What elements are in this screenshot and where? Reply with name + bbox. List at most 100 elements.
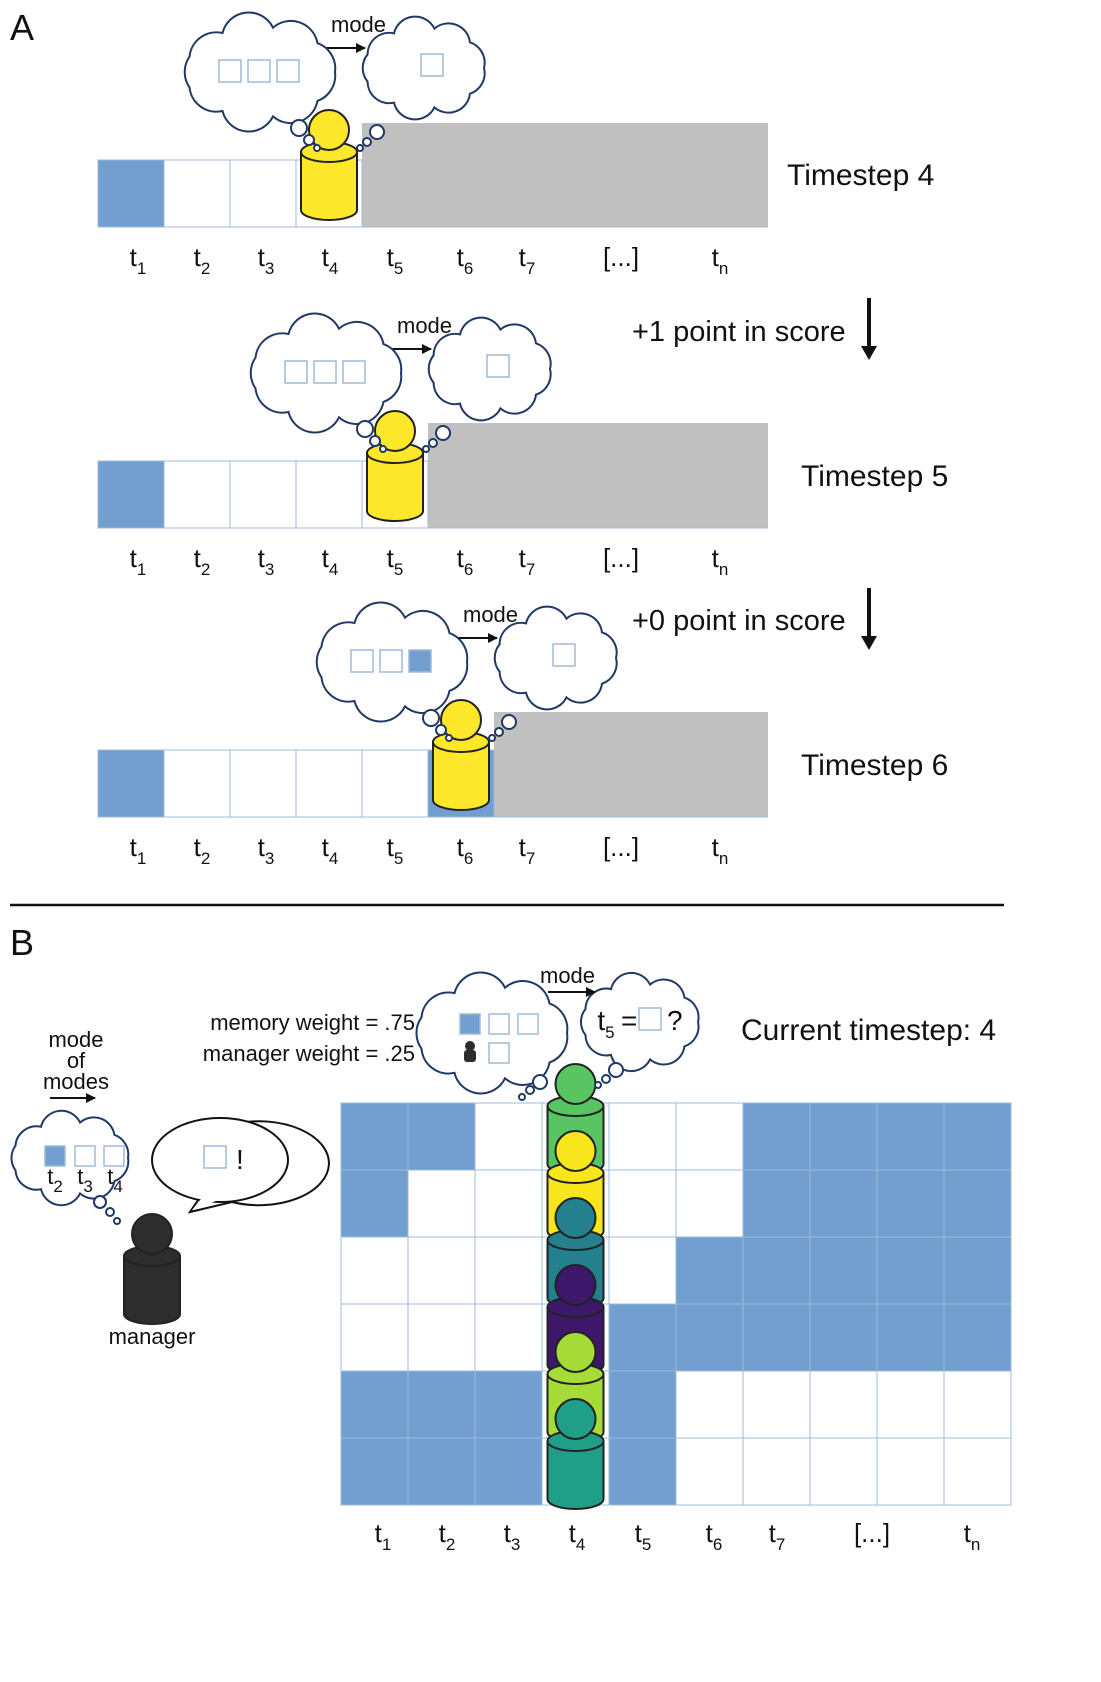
figure-head xyxy=(554,1264,597,1306)
memory-slot xyxy=(284,360,308,384)
mode-label: mode xyxy=(331,12,386,37)
thought-bubble-dot xyxy=(594,1081,602,1089)
thought-bubble-dot xyxy=(525,1085,535,1095)
timeline-cell xyxy=(163,460,231,529)
manager-label: manager xyxy=(109,1324,196,1349)
grid-cell xyxy=(876,1236,945,1305)
grid-cell xyxy=(742,1102,811,1171)
guess-slot xyxy=(552,643,576,667)
grid-tick-label: tn xyxy=(964,1518,981,1554)
manager-advice-slot xyxy=(488,1042,510,1064)
grid-cell xyxy=(474,1437,543,1506)
mode-label: mode xyxy=(397,313,452,338)
timeline-cell xyxy=(295,460,363,529)
grid-cell xyxy=(876,1370,945,1439)
grid-cell xyxy=(340,1236,409,1305)
grid-cell xyxy=(742,1303,811,1372)
grid-cell xyxy=(876,1303,945,1372)
time-tick-label: t3 xyxy=(258,242,275,278)
thought-bubble-dot xyxy=(113,1217,121,1225)
thought-bubble-dot xyxy=(362,137,372,147)
grid-cell xyxy=(608,1370,677,1439)
agent-guess-question: ? xyxy=(667,1005,683,1036)
grid-cell xyxy=(474,1102,543,1171)
score-arrow-head xyxy=(861,636,877,650)
time-tick-label: t4 xyxy=(322,242,339,278)
agent-figure xyxy=(432,699,490,811)
timestep-label: Timestep 5 xyxy=(801,460,948,493)
time-tick-label: t1 xyxy=(130,242,147,278)
memory-cloud-trail xyxy=(290,119,321,152)
grid-tick-label: t4 xyxy=(569,1518,586,1554)
timeline-cell xyxy=(229,159,297,228)
time-tick-label: t3 xyxy=(258,543,275,579)
time-tick-label: t6 xyxy=(457,832,474,868)
time-tick-label: [...] xyxy=(603,543,639,573)
guess-slot xyxy=(486,354,510,378)
grid-cell xyxy=(675,1236,744,1305)
grid-cell xyxy=(608,1102,677,1171)
time-tick-label: tn xyxy=(712,242,729,278)
agent-guess-equals: = xyxy=(621,1005,637,1036)
timeline-cell xyxy=(295,749,363,818)
grid-cell xyxy=(742,1236,811,1305)
thought-bubble-dot xyxy=(93,1195,107,1209)
time-tick-label: tn xyxy=(712,832,729,868)
grid-cell xyxy=(943,1370,1012,1439)
time-tick-label: t6 xyxy=(457,543,474,579)
score-arrow-head xyxy=(861,346,877,360)
manager-memory-slot xyxy=(103,1145,125,1167)
thought-bubble-dot xyxy=(369,435,381,447)
grid-cell xyxy=(809,1169,878,1238)
current-timestep-label: Current timestep: 4 xyxy=(741,1014,996,1047)
thought-bubble-dot xyxy=(105,1207,115,1217)
manager-exclamation: ! xyxy=(236,1144,244,1175)
population-grid xyxy=(340,1102,1012,1506)
time-tick-label: t1 xyxy=(130,832,147,868)
grid-cell xyxy=(340,1437,409,1506)
thought-bubble-dot xyxy=(313,144,321,152)
mode-of-modes-label: mode xyxy=(48,1027,103,1052)
figure-body xyxy=(432,741,490,811)
manager-weight-label: manager weight = .25 xyxy=(203,1041,415,1066)
time-tick-label: t2 xyxy=(194,543,211,579)
thought-bubble-dot xyxy=(488,734,496,742)
time-tick-label: [...] xyxy=(603,832,639,862)
thought-bubble-dot xyxy=(501,714,517,730)
memory-cloud-trail xyxy=(356,420,387,453)
score-arrow-2 xyxy=(861,588,877,650)
thought-bubble-dot xyxy=(532,1074,548,1090)
unknown-future-area xyxy=(428,423,768,528)
grid-cell xyxy=(474,1236,543,1305)
memory-weight-label: memory weight = .75 xyxy=(210,1010,415,1035)
agent-guess-trail xyxy=(594,1062,624,1089)
timeline-cell xyxy=(97,159,165,228)
score-change-2: +0 point in score xyxy=(632,605,846,637)
mode-label: mode xyxy=(463,602,518,627)
grid-cell xyxy=(943,1169,1012,1238)
grid-cell xyxy=(474,1303,543,1372)
timestep-label: Timestep 4 xyxy=(787,159,934,192)
grid-cell xyxy=(876,1437,945,1506)
grid-cell xyxy=(675,1370,744,1439)
grid-tick-label: t7 xyxy=(769,1518,786,1554)
grid-tick-label: t1 xyxy=(375,1518,392,1554)
score-change-1: +1 point in score xyxy=(632,316,846,348)
figure-head xyxy=(554,1197,597,1239)
time-tick-label: t6 xyxy=(457,242,474,278)
thought-bubble-dot xyxy=(303,134,315,146)
figure-body xyxy=(123,1255,181,1325)
timeline-cell xyxy=(163,749,231,818)
time-tick-label: t2 xyxy=(194,832,211,868)
grid-cell xyxy=(608,1236,677,1305)
grid-cell xyxy=(608,1169,677,1238)
manager-advice-value xyxy=(203,1145,227,1169)
grid-cell xyxy=(876,1169,945,1238)
manager-mini-body xyxy=(464,1050,476,1062)
memory-slot xyxy=(350,649,374,673)
grid-cell xyxy=(407,1236,476,1305)
timeline-cell xyxy=(97,749,165,818)
time-tick-label: t5 xyxy=(387,543,404,579)
